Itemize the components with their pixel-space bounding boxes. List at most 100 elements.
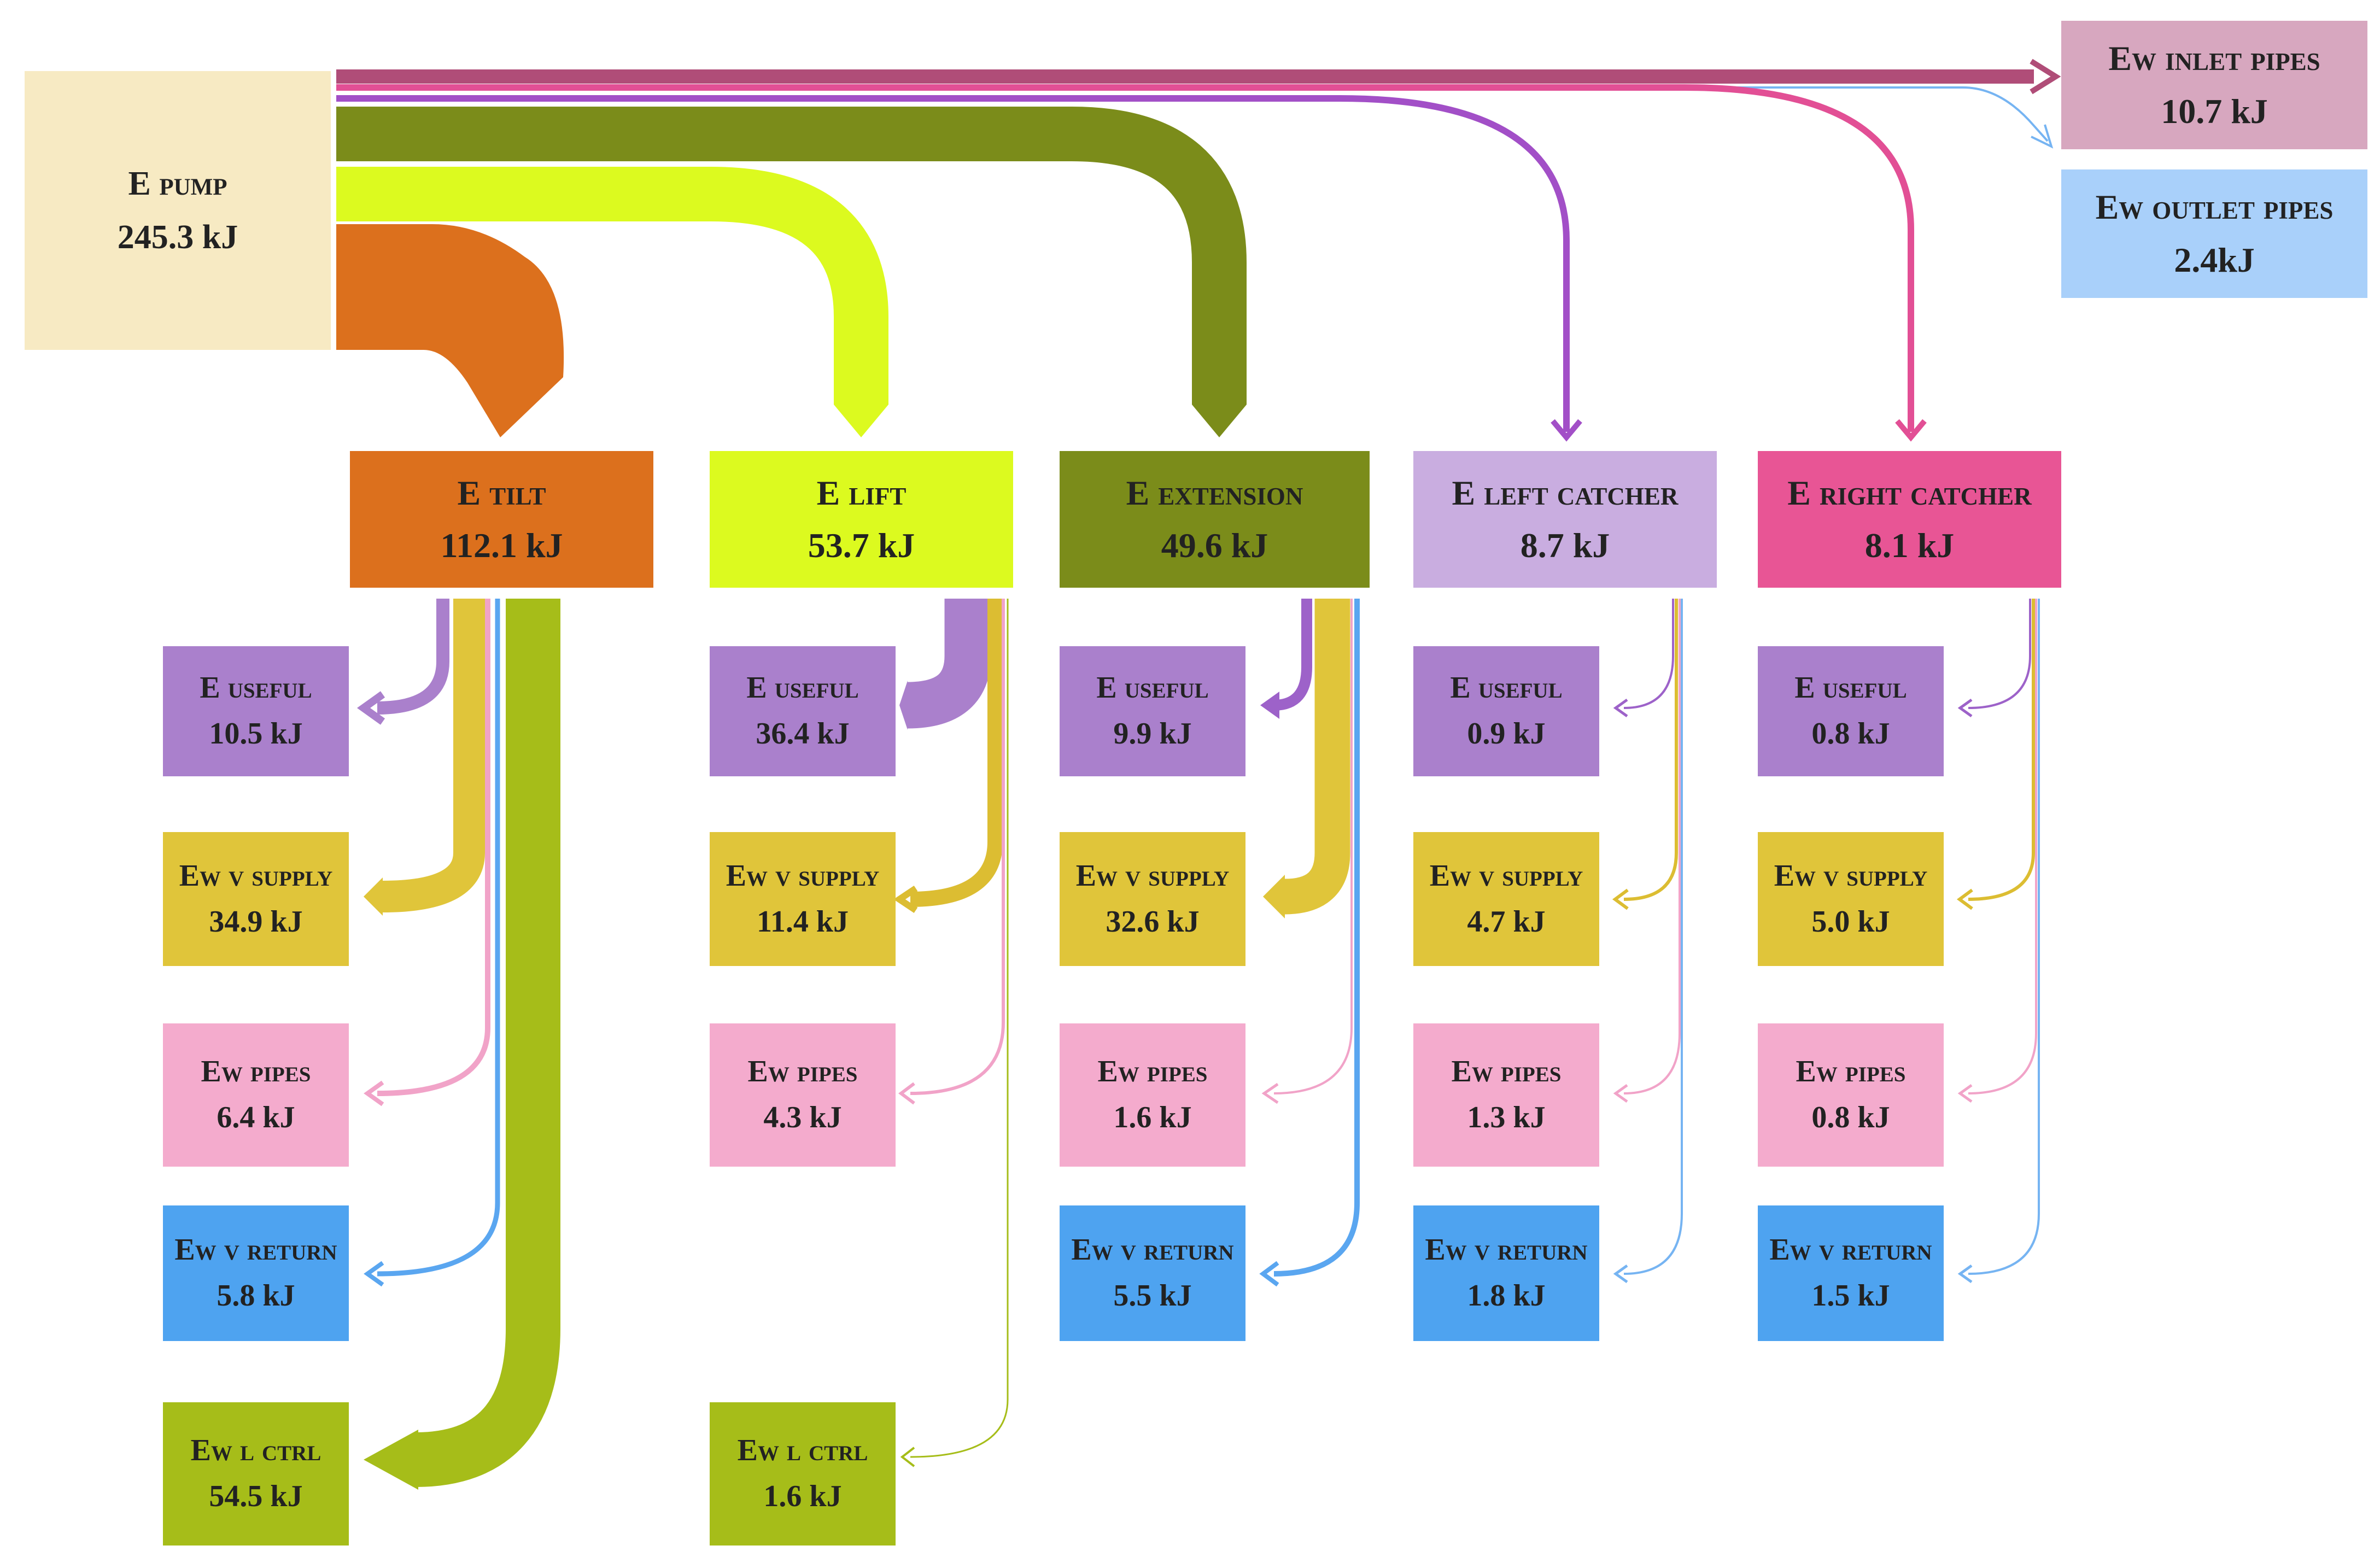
flow-tilt-to-useful (377, 599, 449, 715)
output-label: Ew v supply (726, 858, 880, 893)
flow-tilt-to-pipes-arrowhead (364, 1080, 384, 1107)
flow-extension-to-useful (1273, 599, 1312, 711)
left-catcher-v-return-node: Ew v return 1.8 kJ (1413, 1205, 1599, 1341)
output-value: 11.4 kJ (756, 904, 849, 939)
flow-extension-to-v-supply (1284, 599, 1350, 915)
flow-right-catcher-to-v-return (1968, 599, 2040, 1275)
flow-tilt-to-useful-arrowhead (356, 691, 385, 725)
flow-pump-to-inlet-pipes-arrowhead (2030, 58, 2061, 95)
flow-tilt-to-v-supply (382, 599, 485, 912)
output-value: 5.5 kJ (1113, 1279, 1192, 1313)
outlet-pipes-value: 2.4kJ (2174, 240, 2255, 279)
subsystem-label: E right catcher (1787, 473, 2032, 512)
output-label: E useful (746, 671, 859, 705)
output-label: Ew pipes (201, 1055, 311, 1089)
pump-label: E pump (128, 165, 227, 202)
output-value: 54.5 kJ (209, 1479, 303, 1513)
outlet-pipes-node: Ew outlet pipes 2.4kJ (2061, 169, 2367, 298)
output-label: Ew v supply (179, 858, 333, 893)
flow-right-catcher-to-pipes (1968, 599, 2037, 1094)
output-value: 5.8 kJ (217, 1279, 295, 1313)
subsystem-label: E left catcher (1452, 473, 1679, 512)
output-label: Ew pipes (1097, 1055, 1208, 1089)
tilt-v-return-node: Ew v return 5.8 kJ (163, 1205, 349, 1341)
output-value: 9.9 kJ (1113, 717, 1192, 751)
output-label: Ew v supply (1429, 858, 1583, 893)
flow-right-catcher-to-useful-arrowhead (1957, 698, 1973, 718)
flow-lift-to-l-ctrl-arrowhead (900, 1447, 915, 1467)
right-catcher-v-supply-node: Ew v supply 5.0 kJ (1758, 832, 1944, 966)
subsystem-label: E tilt (457, 473, 546, 512)
flow-extension-to-pipes (1273, 599, 1353, 1094)
output-value: 1.3 kJ (1467, 1100, 1546, 1134)
output-label: Ew v supply (1774, 858, 1928, 893)
subsystem-left-catcher-node: E left catcher 8.7 kJ (1413, 451, 1717, 588)
output-value: 1.6 kJ (763, 1479, 842, 1513)
inlet-pipes-value: 10.7 kJ (2161, 91, 2268, 131)
flow-left-catcher-to-v-supply-arrowhead (1612, 888, 1629, 910)
subsystem-value: 8.7 kJ (1520, 526, 1610, 565)
flow-right-catcher-to-v-supply (1968, 599, 2035, 901)
flow-pump-to-tilt (336, 224, 564, 437)
flow-left-catcher-to-v-return (1623, 599, 1683, 1275)
output-value: 0.9 kJ (1467, 717, 1546, 751)
flow-lift-to-pipes-arrowhead (898, 1082, 915, 1105)
pump-value: 245.3 kJ (117, 219, 238, 256)
extension-v-return-node: Ew v return 5.5 kJ (1060, 1205, 1245, 1341)
output-value: 32.6 kJ (1106, 904, 1200, 939)
flow-tilt-to-l-ctrl-arrowhead (364, 1430, 418, 1490)
flow-lift-to-v-supply (910, 599, 1003, 907)
left-catcher-useful-node: E useful 0.9 kJ (1413, 646, 1599, 776)
subsystem-label: E lift (816, 473, 907, 512)
output-value: 36.4 kJ (756, 717, 850, 751)
flow-pump-to-right-catcher (336, 84, 1914, 432)
flow-extension-to-pipes-arrowhead (1261, 1082, 1279, 1104)
output-label: Ew pipes (1451, 1055, 1562, 1089)
subsystem-value: 49.6 kJ (1161, 526, 1268, 565)
output-label: Ew l ctrl (190, 1433, 321, 1468)
output-value: 0.8 kJ (1811, 1100, 1890, 1134)
flow-pump-to-extension-arrowhead (1192, 405, 1247, 437)
output-value: 4.7 kJ (1467, 904, 1546, 939)
tilt-pipes-node: Ew pipes 6.4 kJ (163, 1023, 349, 1167)
extension-useful-node: E useful 9.9 kJ (1060, 646, 1245, 776)
flow-right-catcher-to-useful (1968, 599, 2031, 709)
subsystem-value: 53.7 kJ (808, 526, 915, 565)
flow-left-catcher-to-useful-arrowhead (1613, 698, 1628, 718)
subsystem-value: 112.1 kJ (440, 526, 563, 565)
tilt-useful-node: E useful 10.5 kJ (163, 646, 349, 776)
output-label: Ew l ctrl (737, 1433, 868, 1468)
flow-lift-to-useful (907, 599, 991, 729)
output-label: E useful (1096, 671, 1209, 705)
tilt-l-ctrl-node: Ew l ctrl 54.5 kJ (163, 1402, 349, 1546)
flow-pump-to-right-catcher-arrowhead (1895, 419, 1927, 442)
right-catcher-v-return-node: Ew v return 1.5 kJ (1758, 1205, 1944, 1341)
output-label: Ew pipes (1796, 1055, 1906, 1089)
output-value: 1.8 kJ (1467, 1279, 1546, 1313)
inlet-pipes-label: Ew inlet pipes (2108, 39, 2320, 78)
flow-left-catcher-to-v-return-arrowhead (1613, 1264, 1628, 1284)
subsystem-value: 8.1 kJ (1864, 526, 1955, 565)
output-value: 5.0 kJ (1811, 904, 1890, 939)
inlet-pipes-node: Ew inlet pipes 10.7 kJ (2061, 21, 2367, 149)
output-label: Ew v return (1769, 1233, 1932, 1267)
flow-right-catcher-to-v-supply-arrowhead (1956, 888, 1973, 910)
flow-pump-to-extension (336, 107, 1247, 405)
output-label: Ew v supply (1075, 858, 1230, 893)
lift-pipes-node: Ew pipes 4.3 kJ (710, 1023, 896, 1167)
flow-left-catcher-to-pipes (1623, 599, 1681, 1094)
flow-pump-to-outlet-pipes (336, 86, 2049, 142)
lift-useful-node: E useful 36.4 kJ (710, 646, 896, 776)
output-label: E useful (1794, 671, 1907, 705)
flow-right-catcher-to-pipes-arrowhead (1957, 1084, 1973, 1103)
output-value: 1.5 kJ (1811, 1279, 1890, 1313)
flow-lift-to-v-supply-arrowhead (893, 886, 918, 913)
flow-pump-to-outlet-pipes-arrowhead (2031, 124, 2054, 149)
left-catcher-pipes-node: Ew pipes 1.3 kJ (1413, 1023, 1599, 1167)
output-value: 1.6 kJ (1113, 1100, 1192, 1134)
flow-extension-to-v-supply-arrowhead (1263, 875, 1285, 918)
flow-pump-to-left-catcher (336, 95, 1570, 432)
flow-tilt-to-v-return-arrowhead (364, 1261, 384, 1287)
